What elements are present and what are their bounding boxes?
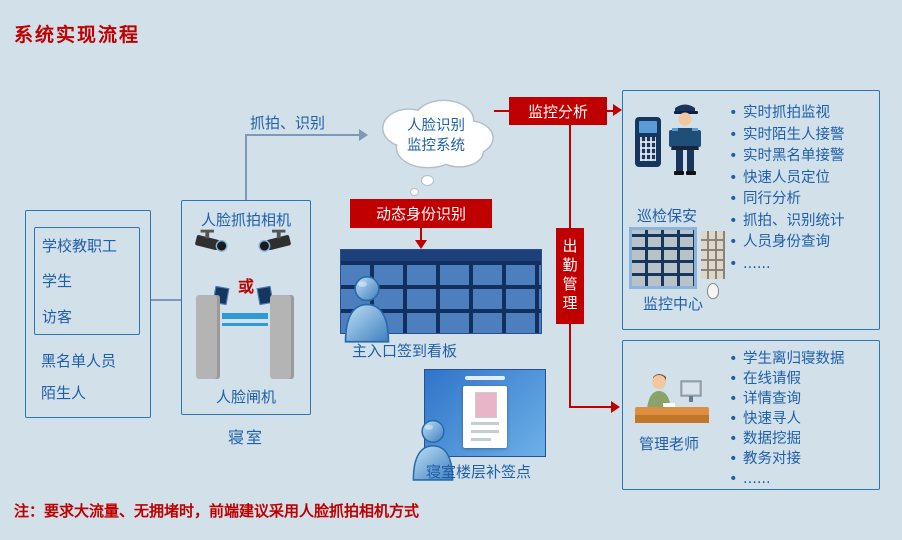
list-item: 抓拍、识别统计 (729, 211, 877, 233)
list-item: 黑名单人员 (41, 352, 117, 370)
gate-bar (222, 323, 268, 326)
signin-card (463, 386, 507, 448)
monitor-analysis-label: 监控分析 (509, 97, 607, 125)
list-item: 详情查询 (729, 389, 877, 409)
screenshot-header (465, 376, 505, 380)
whitelist-list: 学校教职工学生访客 (35, 228, 139, 334)
mouse-icon (707, 283, 719, 299)
source-group-box: 学校教职工学生访客 黑名单人员陌生人 (25, 210, 151, 418)
list-item: 同行分析 (729, 189, 877, 211)
cloud-label-line2: 监控系统 (407, 138, 465, 154)
teacher-box: 管理老师 学生离归寝数据在线请假详情查询快速寻人数据挖掘教务对接...... (622, 340, 880, 490)
cloud-tail (421, 175, 434, 186)
connector-line (151, 299, 181, 301)
list-item: 实时黑名单接警 (729, 146, 877, 168)
monitor-wall-icon (629, 227, 697, 289)
connector-line (420, 228, 422, 241)
connector-line (494, 110, 509, 112)
arrowhead (359, 129, 368, 141)
cloud-label-line1: 人脸识别 (407, 118, 465, 134)
list-item: 快速人员定位 (729, 168, 877, 190)
connector-line (245, 134, 359, 136)
footnote: 注：要求大流量、无拥堵时，前端建议采用人脸抓拍相机方式 (14, 502, 420, 520)
security-box: 巡检保安 监控中心 实时抓拍监视实时陌生人接警实时黑名单接警快速人员定位同行分析… (622, 90, 880, 330)
monitor-center-label: 监控中心 (643, 295, 704, 313)
attendance-mgmt-label: 出勤管理 (556, 228, 584, 324)
cctv-camera-icon (258, 229, 291, 252)
list-item: 在线请假 (729, 369, 877, 389)
patrol-guard-label: 巡检保安 (637, 207, 698, 225)
intercom-device-icon (635, 117, 661, 167)
arrowhead (613, 104, 622, 116)
cloud-tail (410, 188, 419, 196)
security-guard-icon (669, 104, 701, 175)
teacher-at-desk-icon (635, 374, 709, 423)
list-item: 实时抓拍监视 (729, 103, 877, 125)
floor-signin-screenshot (424, 369, 546, 457)
teacher-feature-list: 学生离归寝数据在线请假详情查询快速寻人数据挖掘教务对接...... (729, 349, 877, 489)
list-item: ...... (729, 254, 877, 276)
list-item: 教务对接 (729, 449, 877, 469)
connector-line (569, 112, 571, 228)
gate-label: 人脸闸机 (215, 388, 276, 406)
list-item: 陌生人 (41, 384, 87, 402)
signin-board-caption: 主入口签到看板 (352, 342, 458, 360)
blacklist-list: 黑名单人员陌生人 (34, 345, 116, 409)
connector-line (569, 324, 571, 408)
page-title: 系统实现流程 (14, 24, 141, 46)
device-screen (639, 121, 657, 133)
person-icon (344, 275, 390, 343)
person-icon (412, 419, 454, 481)
dynamic-identity-label: 动态身份识别 (350, 199, 492, 228)
connector-line (245, 135, 247, 200)
connector-line (607, 110, 614, 112)
photo-sheet-icon (701, 231, 725, 279)
gate-pillar (270, 295, 294, 379)
list-item: 学生 (42, 272, 73, 291)
card-text-line (471, 438, 491, 441)
list-item: 人员身份查询 (729, 232, 877, 254)
gate-pillar (196, 295, 220, 379)
list-item: ...... (729, 469, 877, 489)
arrowhead (415, 240, 427, 249)
arrowhead (611, 401, 620, 413)
list-item: 实时陌生人接警 (729, 125, 877, 147)
card-text-line (471, 422, 499, 425)
screenshot-header (341, 250, 541, 261)
list-item: 数据挖掘 (729, 429, 877, 449)
floor-signin-caption: 寝室楼层补签点 (426, 463, 532, 481)
list-item: 学生离归寝数据 (729, 349, 877, 369)
list-item: 快速寻人 (729, 409, 877, 429)
card-text-line (471, 430, 499, 433)
whitelist-box: 学校教职工学生访客 (34, 227, 140, 335)
connector-line (569, 406, 612, 408)
list-item: 学校教职工 (42, 237, 118, 256)
list-item: 访客 (42, 307, 73, 326)
gate-bar (222, 313, 268, 319)
capture-recognize-label: 抓拍、识别 (250, 114, 326, 132)
teacher-label: 管理老师 (639, 435, 700, 453)
capture-device-box: 人脸抓拍相机 或 人脸闸机 (181, 200, 311, 415)
cctv-camera-icon (195, 229, 228, 252)
location-caption: 寝室 (227, 428, 264, 447)
camera-label: 人脸抓拍相机 (200, 211, 291, 229)
or-label: 或 (237, 277, 254, 296)
photo-thumbnail (475, 392, 497, 418)
security-feature-list: 实时抓拍监视实时陌生人接警实时黑名单接警快速人员定位同行分析抓拍、识别统计人员身… (729, 103, 877, 275)
cloud-shape (382, 99, 494, 169)
cloud-label: 人脸识别 监控系统 (368, 116, 504, 156)
device-keypad (640, 137, 656, 161)
